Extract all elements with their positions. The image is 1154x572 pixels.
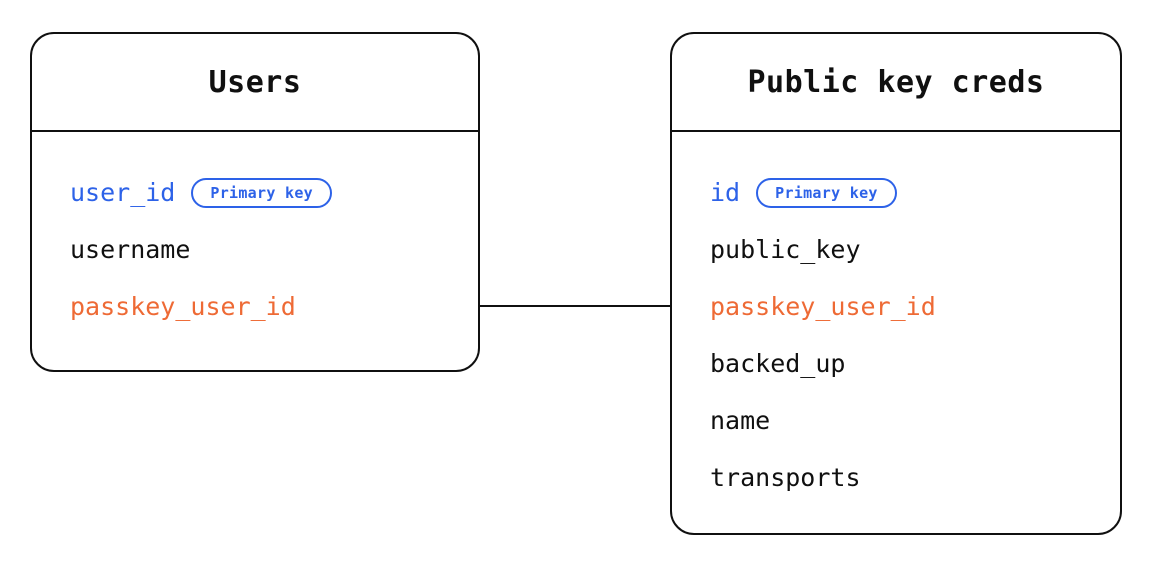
field-name-username: username [70,235,191,264]
field-name-backed-up: backed_up [710,349,846,378]
field-name-public-key: public_key [710,235,861,264]
field-name-passkey-user-id: passkey_user_id [70,292,296,321]
entity-public-key-creds[interactable]: Public key creds id Primary key public_k… [670,32,1122,535]
entity-title-public-key-creds: Public key creds [747,64,1045,100]
field-row[interactable]: public_key [710,221,1120,278]
field-row[interactable]: name [710,392,1120,449]
relationship-connector-users-to-public-key-creds [480,305,670,307]
entity-users[interactable]: Users user_id Primary key username passk… [30,32,480,372]
field-row[interactable]: user_id Primary key [70,164,478,221]
field-name-id: id [710,178,741,207]
entity-field-list-users: user_id Primary key username passkey_use… [32,132,478,370]
entity-field-list-public-key-creds: id Primary key public_key passkey_user_i… [672,132,1120,533]
entity-header-divider [32,130,478,132]
field-name-passkey-user-id: passkey_user_id [710,292,936,321]
field-row[interactable]: id Primary key [710,164,1120,221]
entity-header-divider [672,130,1120,132]
field-row[interactable]: transports [710,449,1120,506]
primary-key-badge: Primary key [756,177,897,208]
field-row[interactable]: backed_up [710,335,1120,392]
field-name-user-id: user_id [70,178,176,207]
primary-key-badge: Primary key [191,177,332,208]
field-name-name: name [710,406,771,435]
field-row[interactable]: username [70,221,478,278]
field-name-transports: transports [710,463,861,492]
entity-title-users: Users [208,64,302,100]
field-row[interactable]: passkey_user_id [710,278,1120,335]
field-row[interactable]: passkey_user_id [70,278,478,335]
